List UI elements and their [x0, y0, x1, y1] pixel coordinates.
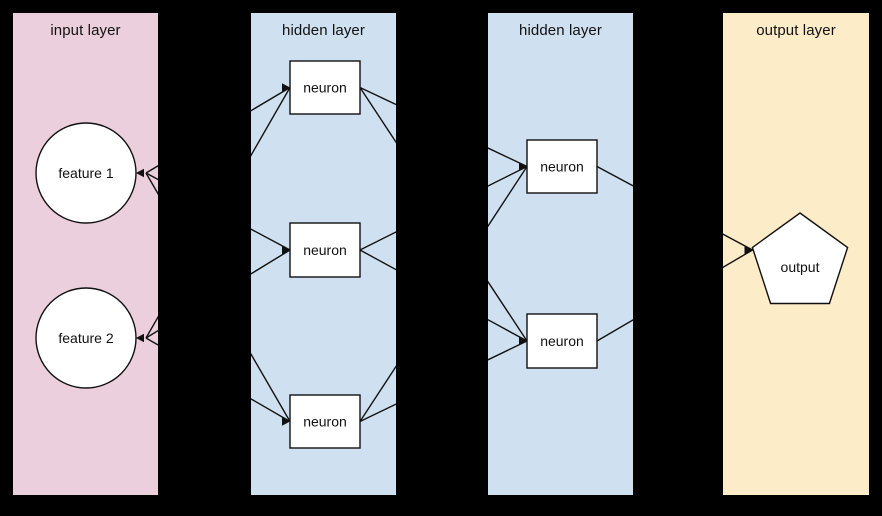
layer-panel-output-layer: output layer output — [723, 13, 869, 495]
layer-title-hidden-layer-2: hidden layer — [519, 22, 602, 39]
layer-panel-hidden-layer-1: hidden layer neuron neuron neuron — [251, 13, 396, 495]
wires-input-layer: feature 1 feature 2 — [35, 122, 158, 389]
layer-title-input-layer: input layer — [50, 22, 121, 39]
wires-hidden-layer-1: neuron neuron neuron — [251, 60, 396, 449]
layer-panel-input-layer: input layer feature 1 feature 2 — [13, 13, 158, 495]
node-label: neuron — [540, 159, 584, 175]
node-label: output — [781, 259, 820, 275]
layer-title-output-layer: output layer — [756, 22, 836, 39]
node-rect[interactable] — [526, 139, 598, 194]
node-label: neuron — [540, 333, 584, 349]
wires-hidden-layer-2: neuron neuron — [488, 139, 633, 369]
node-circle[interactable] — [35, 287, 137, 389]
node-pentagon[interactable] — [751, 212, 849, 305]
node-rect[interactable] — [289, 60, 361, 115]
layer-panel-hidden-layer-2: hidden layer neuron neuron — [488, 13, 633, 495]
node-label: neuron — [303, 80, 347, 96]
node-label: neuron — [303, 414, 347, 430]
node-label: feature 1 — [58, 165, 113, 181]
node-circle[interactable] — [35, 122, 137, 224]
node-rect[interactable] — [289, 394, 361, 449]
wires-output-layer: output — [723, 212, 849, 305]
node-rect[interactable] — [526, 313, 598, 369]
node-label: feature 2 — [58, 330, 113, 346]
layer-title-hidden-layer-1: hidden layer — [282, 22, 365, 39]
node-rect[interactable] — [289, 222, 361, 278]
node-label: neuron — [303, 242, 347, 258]
